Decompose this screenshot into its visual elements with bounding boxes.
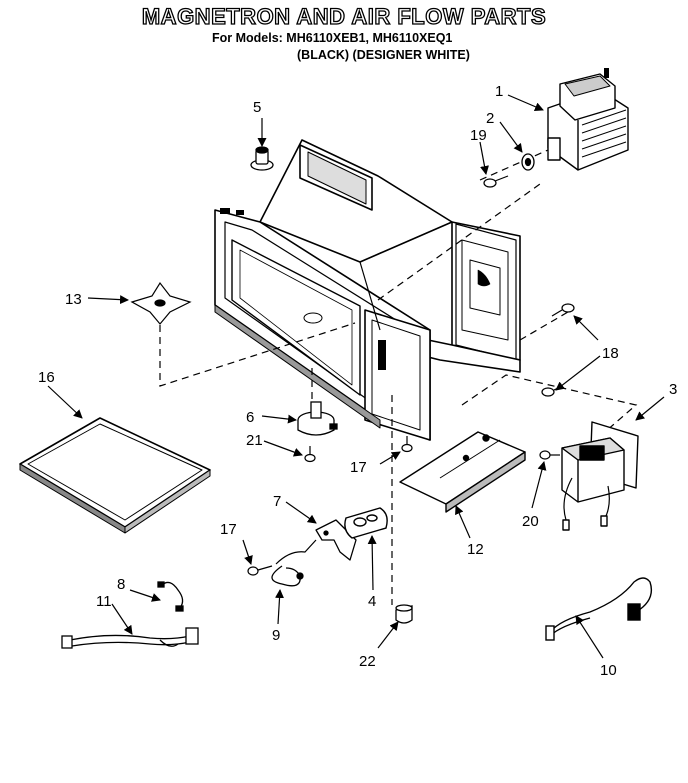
diagram-title: MAGNETRON AND AIR FLOW PARTS: [141, 3, 547, 29]
callout-3: 3: [669, 381, 677, 398]
callout-17-lower: 17: [220, 521, 237, 538]
callout-21: 21: [246, 432, 263, 449]
colors-line: (BLACK) (DESIGNER WHITE): [297, 48, 470, 62]
assembly-lines: [159, 149, 638, 605]
callout-7: 7: [273, 493, 281, 510]
wire-8-part: [157, 581, 184, 612]
callout-6: 6: [246, 409, 254, 426]
screw-20: [539, 450, 560, 460]
leader-lines: [47, 94, 665, 659]
callout-9: 9: [272, 627, 280, 644]
callout-18: 18: [602, 345, 619, 362]
callout-10: 10: [600, 662, 617, 679]
screw-21: [304, 446, 316, 463]
grommet-part: [395, 604, 413, 624]
callout-labels: 1 2 3 4 5 6 7 8 9 10 11 12 13 16 17 17 1…: [38, 83, 677, 679]
callout-4: 4: [368, 593, 376, 610]
screw-17-lower: [247, 539, 317, 576]
screws-18: [541, 303, 575, 397]
cavity-assembly: [214, 139, 521, 441]
models-line: For Models: MH6110XEB1, MH6110XEQ1: [212, 31, 453, 45]
callout-12: 12: [467, 541, 484, 558]
screw-19: [483, 175, 509, 188]
capacitor-part: [344, 507, 388, 539]
wire-10-part: [545, 577, 653, 641]
diode-part: [271, 565, 304, 587]
transformer-part: [561, 421, 639, 531]
callout-20: 20: [522, 513, 539, 530]
thermostat-part: [250, 146, 274, 171]
fan-motor-part: [297, 401, 338, 436]
callout-5: 5: [253, 99, 261, 116]
callout-19: 19: [470, 127, 487, 144]
callout-8: 8: [117, 576, 125, 593]
screw-17-upper: [401, 436, 413, 453]
wire-harness-part: [61, 627, 199, 649]
callout-1: 1: [495, 83, 503, 100]
callout-11: 11: [96, 593, 112, 610]
callout-22: 22: [359, 653, 376, 670]
filter-panel-part: [19, 417, 211, 534]
callout-16: 16: [38, 369, 55, 386]
callout-13: 13: [65, 291, 82, 308]
callout-2: 2: [486, 110, 494, 127]
bracket-part: [399, 431, 526, 513]
fan-blade-part: [130, 281, 192, 325]
magnetron-part: [547, 68, 629, 171]
clip-part: [521, 153, 535, 171]
callout-17-upper: 17: [350, 459, 367, 476]
